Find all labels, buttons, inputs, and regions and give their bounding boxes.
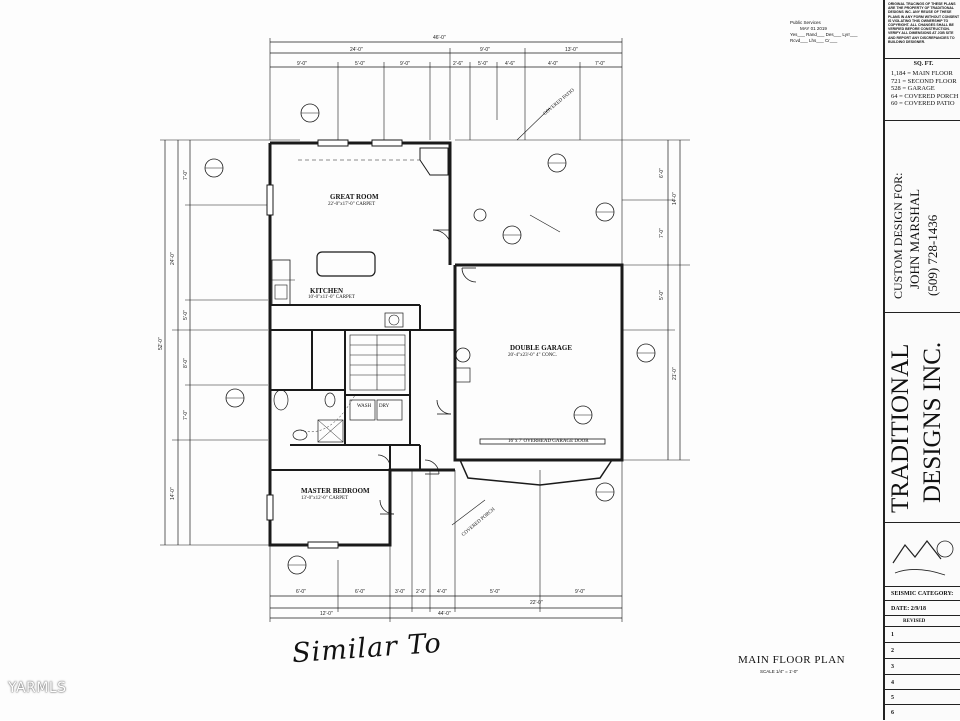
dim-bottom-right: 22'-0" — [530, 600, 543, 606]
designer-seal — [885, 522, 960, 587]
sqft-list: 1,184 = MAIN FLOOR 721 = SECOND FLOOR 52… — [891, 70, 958, 108]
dim-right-2: 7'-0" — [659, 228, 665, 238]
dim-left-5: 7'-0" — [183, 410, 189, 420]
dim-top-overall: 46'-0" — [433, 35, 446, 41]
seal-icon — [892, 540, 954, 576]
dim-top-left: 24'-0" — [350, 47, 363, 53]
dim-bottom-left: 12'-0" — [320, 611, 333, 617]
dim-top-sub-7: 4'-0" — [548, 61, 558, 67]
rev-6: 6 — [891, 710, 894, 716]
sqft-heading: SQ. FT. — [885, 58, 960, 67]
dim-right-3: 14'-0" — [672, 192, 678, 205]
dim-bottom-sub-5: 4'-0" — [437, 589, 447, 595]
great-room-size: 22'-0"x17'-0" CARPET — [328, 202, 376, 207]
great-room-label: GREAT ROOM — [330, 193, 379, 201]
rev-2: 2 — [885, 644, 960, 659]
rev-3: 3 — [885, 660, 960, 675]
mls-watermark: YARMLS — [8, 680, 67, 696]
dim-left-2: 24'-0" — [170, 252, 176, 265]
master-bedroom-label: MASTER BEDROOM — [301, 487, 370, 495]
sqft-patio: 60 = COVERED PATIO — [891, 100, 955, 108]
dim-left-4: 8'-0" — [183, 358, 189, 368]
plan-title: MAIN FLOOR PLAN — [738, 654, 846, 666]
client-block: CUSTOM DESIGN FOR: JOHN MARSHAL (509) 72… — [885, 120, 960, 311]
kitchen-size: 10'-0"x11'-0" CARPET — [308, 295, 355, 300]
revision-table: SEISMIC CATEGORY: DATE: 2/9/18 REVISED 1… — [885, 586, 960, 721]
dim-top-sub-2: 5'-0" — [355, 61, 365, 67]
dim-top-mid: 9'-0" — [480, 47, 490, 53]
wash-label: WASH — [357, 404, 372, 409]
client-name: JOHN MARSHAL — [907, 188, 922, 289]
stamp-line-3: Yes___ Rand___ Des___ Lyrr___ — [790, 32, 858, 37]
dim-right-1: 6'-0" — [659, 168, 665, 178]
dim-bottom-overall: 44'-0" — [438, 611, 451, 617]
dim-left-3: 5'-0" — [183, 310, 189, 320]
dim-left-6: 14'-0" — [170, 487, 176, 500]
dim-top-sub-5: 5'-0" — [478, 61, 488, 67]
plan-scale: SCALE 1/4" = 1'-0" — [760, 669, 798, 674]
dim-left-1: 7'-0" — [183, 170, 189, 180]
sqft-porch: 64 = COVERED PORCH — [891, 92, 959, 100]
stamp-line-2: MAY 01 2019 — [800, 26, 827, 31]
sqft-garage: 528 = GARAGE — [891, 85, 935, 93]
dim-top-sub-3: 9'-0" — [400, 61, 410, 67]
dim-top-sub-6: 4'-6" — [505, 61, 515, 67]
rev-5: 5 — [885, 691, 960, 705]
stamp-line-1: Public Services — [790, 20, 821, 25]
public-services-stamp: Public Services MAY 01 2019 Yes___ Rand_… — [790, 20, 857, 44]
company-line-1: TRADITIONAL — [887, 343, 914, 513]
custom-for-label: CUSTOM DESIGN FOR: — [891, 172, 905, 299]
company-block: TRADITIONAL DESIGNS INC. — [885, 312, 960, 523]
master-bedroom-size: 13'-0"x12'-0" CARPET — [301, 496, 349, 501]
dim-bottom-sub-3: 3'-0" — [395, 589, 405, 595]
dim-right-5: 21'-0" — [672, 367, 678, 380]
dim-top-sub-4: 2'-6" — [453, 61, 463, 67]
dim-top-right: 13'-0" — [565, 47, 578, 53]
dim-left-7: 52'-0" — [158, 337, 164, 350]
company-line-2: DESIGNS INC. — [919, 341, 946, 503]
dim-right-4: 5'-0" — [659, 290, 665, 300]
revised-row: REVISED — [885, 617, 960, 627]
kitchen-label: KITCHEN — [310, 287, 344, 295]
dry-label: DRY — [379, 404, 390, 409]
dim-bottom-sub-4: 2'-0" — [416, 589, 426, 595]
stamp-line-4: Rcvd___ Lhs___ Cr___ — [790, 38, 838, 43]
dim-top-sub-8: 7'-0" — [595, 61, 605, 67]
dim-bottom-sub-2: 6'-0" — [355, 589, 365, 595]
overhead-door-label: 16' x 7' OVERHEAD GARAGE DOOR — [508, 439, 589, 444]
dim-bottom-sub-6: 5'-0" — [490, 589, 500, 595]
rev-1: 1 — [885, 628, 960, 643]
title-block: ORIGINAL TRACINGS OF THESE PLANS ARE THE… — [883, 0, 960, 720]
dim-top-sub-1: 9'-0" — [297, 61, 307, 67]
double-garage-size: 20'-4"x23'-0" 4" CONC. — [508, 353, 557, 358]
seismic-row: SEISMIC CATEGORY: — [885, 587, 960, 601]
sqft-main: 1,184 = MAIN FLOOR — [891, 70, 953, 77]
dim-bottom-sub-7: 9'-0" — [575, 589, 585, 595]
copyright-note: ORIGINAL TRACINGS OF THESE PLANS ARE THE… — [888, 2, 960, 44]
sqft-second: 721 = SECOND FLOOR — [891, 77, 957, 85]
date-row: DATE: 2/9/18 — [885, 602, 960, 616]
client-phone: (509) 728-1436 — [925, 214, 940, 296]
double-garage-label: DOUBLE GARAGE — [510, 344, 573, 352]
dim-bottom-sub-1: 6'-0" — [296, 589, 306, 595]
rev-4: 4 — [885, 676, 960, 690]
